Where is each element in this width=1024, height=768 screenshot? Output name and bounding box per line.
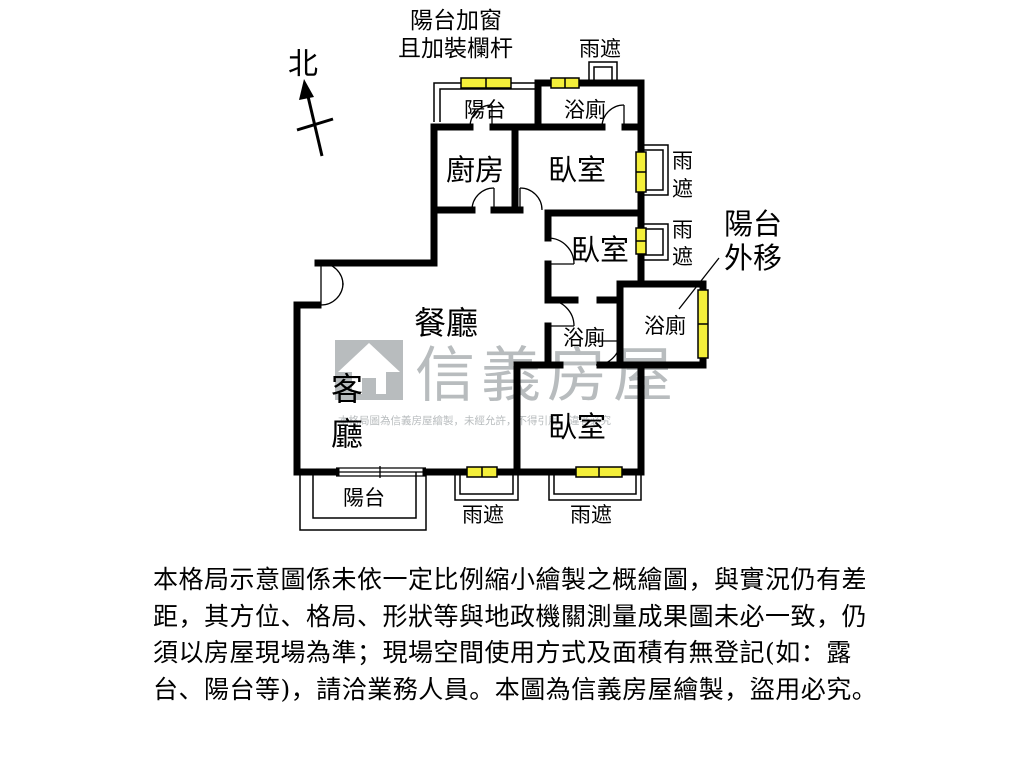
label-dining-room: 餐廳	[414, 304, 478, 342]
thin-outlines	[299, 61, 669, 531]
room-labels: 陽台 浴廁 廚房 臥室 臥室 餐廳 浴廁 浴廁 客 廳 臥室 陽台	[331, 98, 686, 510]
balcony-note-line-2: 且加裝欄杆	[398, 36, 513, 62]
label-bathroom-east: 浴廁	[644, 314, 686, 338]
label-bathroom-north: 浴廁	[564, 98, 606, 122]
leader-line	[678, 257, 720, 310]
watermark-small-text: 本格局圖為信義房屋繪製，未經允許，不得引用，違者必究	[338, 414, 611, 427]
doors	[320, 104, 625, 478]
balcony-move-line-2: 外移	[724, 241, 782, 275]
label-awning-east-1a: 雨	[672, 149, 693, 173]
balcony-window-note: 陽台加窗 且加裝欄杆	[398, 8, 513, 62]
label-awning-south-1: 雨遮	[462, 503, 504, 527]
floor-plan: 信義房屋 本格局圖為信義房屋繪製，未經允許，不得引用，違者必究 北 陽台加窗 且…	[288, 8, 782, 531]
label-living-room-1: 客	[331, 370, 363, 408]
north-label: 北	[288, 47, 318, 82]
watermark-brand: 信義房屋	[415, 341, 679, 411]
label-bedroom-3: 臥室	[548, 410, 606, 444]
balcony-note-line-1: 陽台加窗	[410, 8, 502, 34]
walls	[293, 79, 707, 476]
label-awning-east-2b: 遮	[672, 245, 693, 269]
label-balcony-north: 陽台	[464, 98, 506, 122]
label-balcony-south: 陽台	[343, 486, 385, 510]
balcony-move-line-1: 陽台	[724, 207, 782, 241]
label-bedroom-2: 臥室	[571, 233, 629, 267]
label-bathroom-middle: 浴廁	[563, 326, 605, 350]
label-living-room-2: 廳	[331, 415, 363, 453]
label-awning-north: 雨遮	[579, 37, 621, 61]
balcony-move-note: 陽台 外移	[724, 207, 782, 275]
compass-cross	[296, 117, 334, 132]
label-awning-south-2: 雨遮	[570, 503, 612, 527]
disclaimer-text: 本格局示意圖係未依一定比例縮小繪製之概繪圖，與實況仍有差距，其方位、格局、形狀等…	[153, 565, 878, 704]
label-bedroom-1: 臥室	[548, 153, 606, 187]
watermark-logo	[335, 340, 403, 400]
compass: 北	[288, 47, 334, 157]
label-kitchen: 廚房	[446, 153, 504, 187]
label-awning-east-1b: 遮	[672, 177, 693, 201]
windows	[460, 77, 709, 478]
north-arrow-icon	[299, 79, 314, 100]
watermark: 信義房屋 本格局圖為信義房屋繪製，未經允許，不得引用，違者必究	[335, 340, 679, 427]
label-awning-east-2a: 雨	[672, 218, 693, 242]
awning-labels: 雨遮 雨 遮 雨 遮 雨遮 雨遮	[462, 37, 693, 527]
